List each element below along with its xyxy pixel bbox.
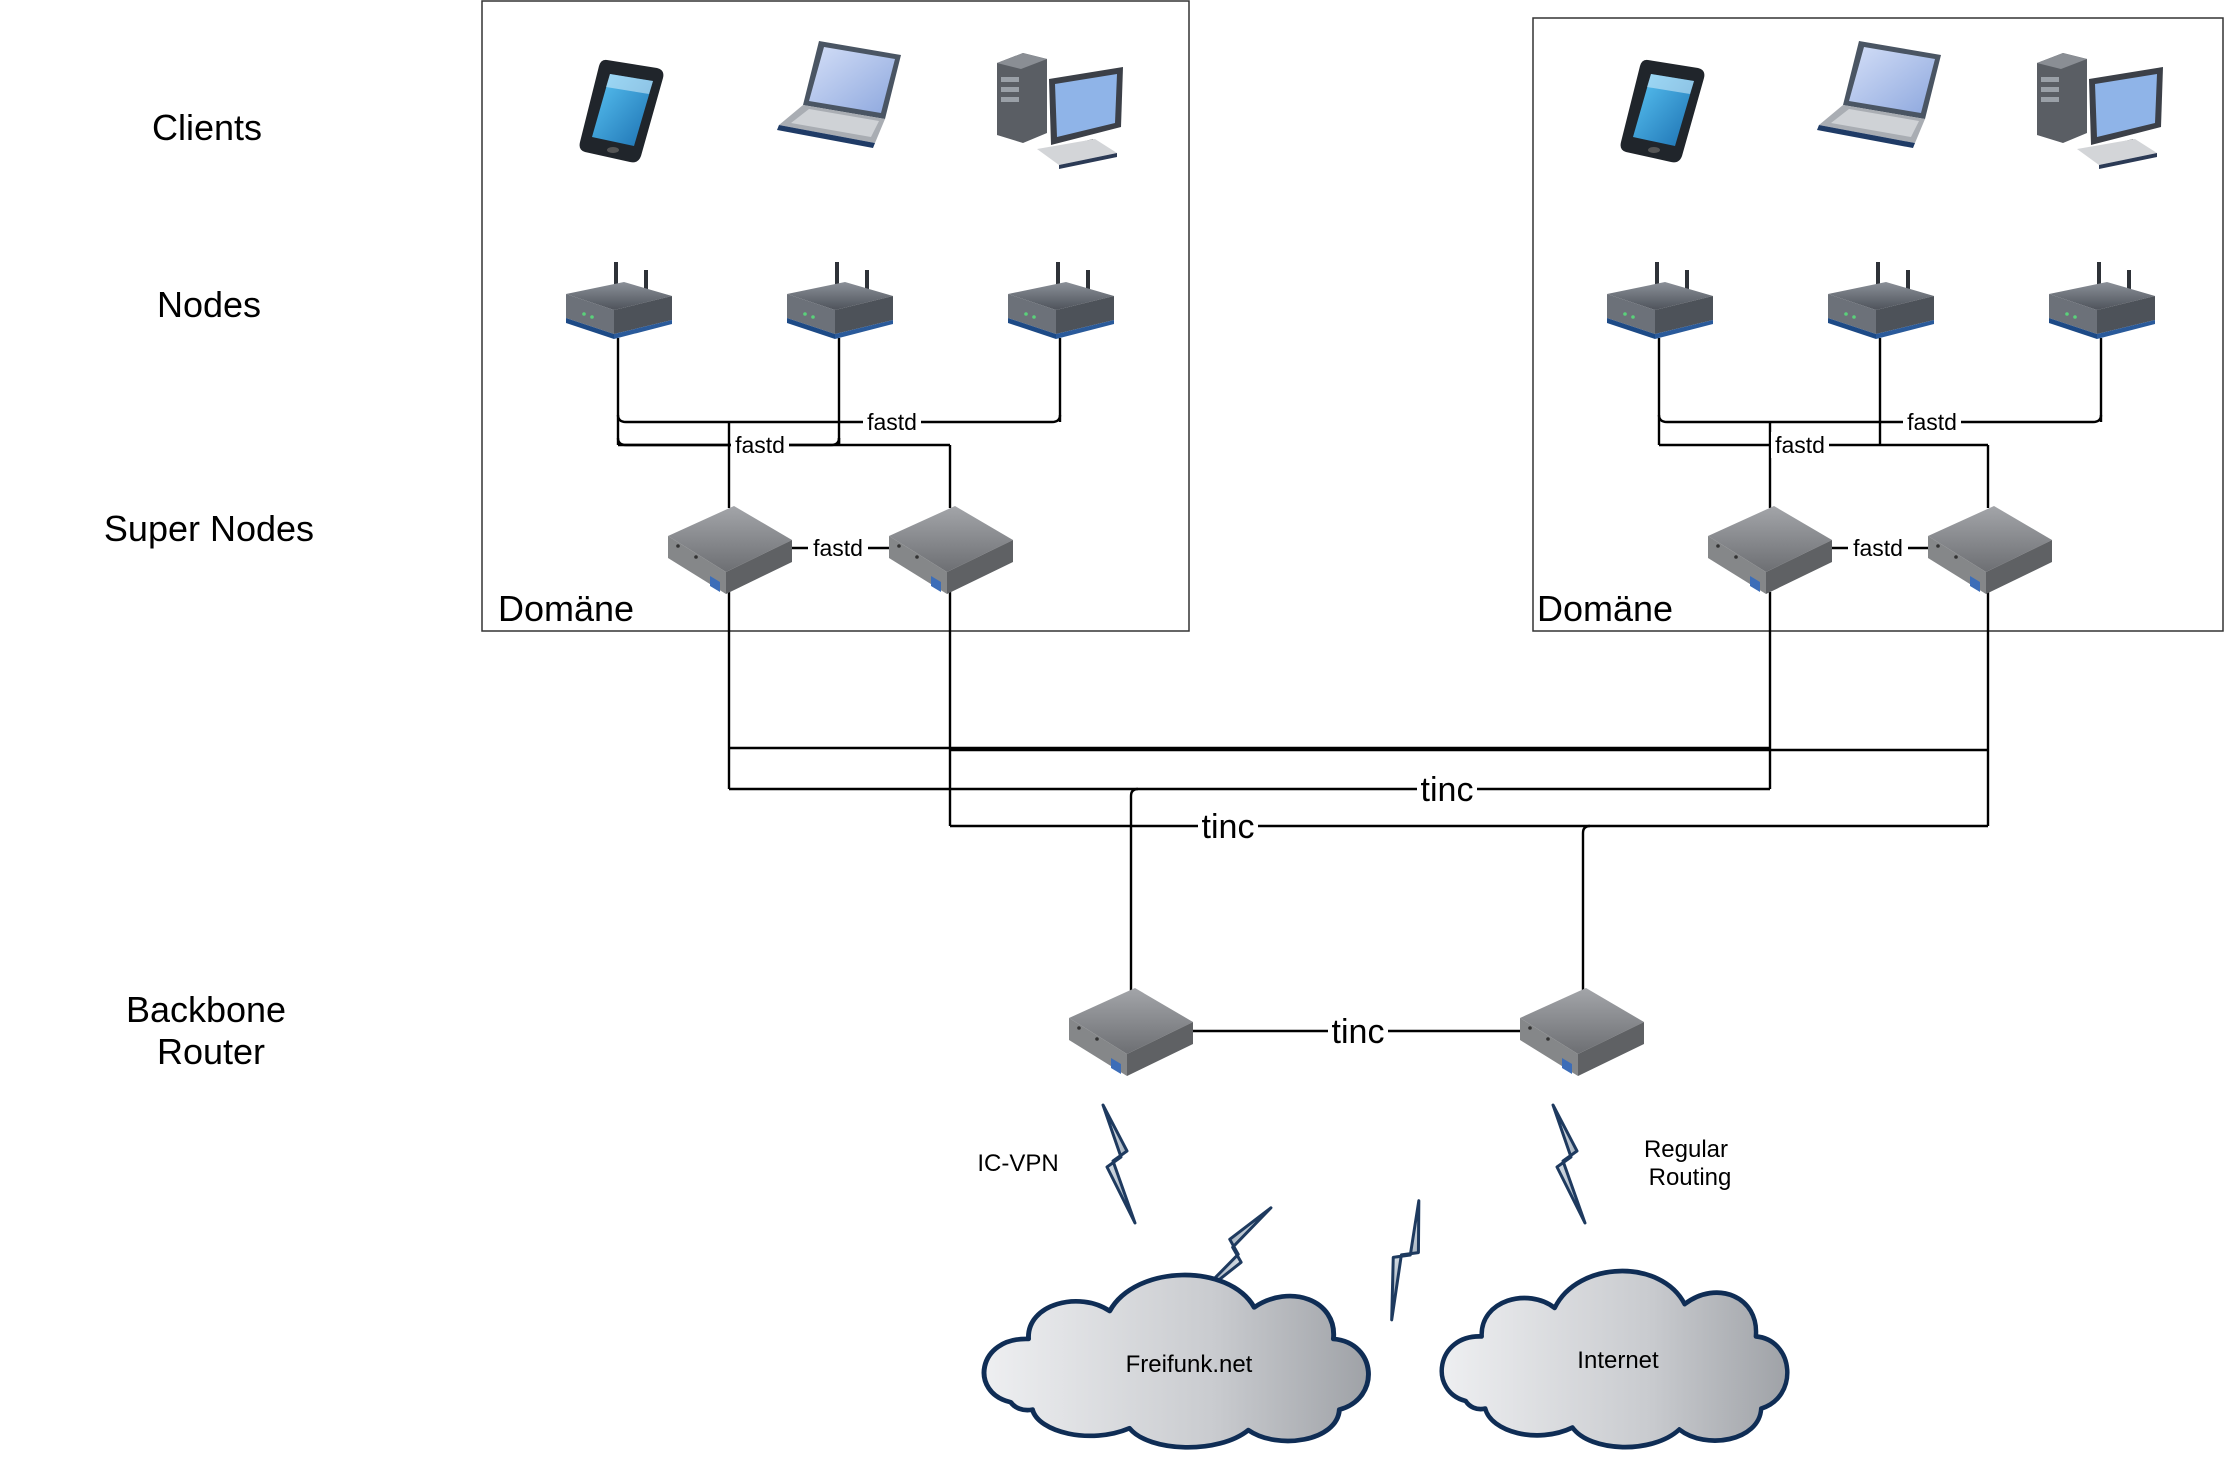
rack-server-icon bbox=[1520, 988, 1644, 1076]
lightning-bolt-icon bbox=[1101, 1103, 1137, 1225]
lightning-bolt-icon bbox=[1361, 1199, 1449, 1322]
domain-label-right: Domäne bbox=[1537, 588, 1673, 629]
cloud-label-freifunk: Freifunk.net bbox=[1126, 1351, 1253, 1378]
fastd-label-left-supernodes: fastd bbox=[813, 535, 863, 561]
domain-box-left bbox=[481, 0, 1190, 632]
laptop-icon bbox=[777, 41, 901, 148]
fastd-label-left-upper: fastd bbox=[867, 409, 917, 435]
wireless-router-icon bbox=[1607, 262, 1713, 339]
tinc-label-backbone: tinc bbox=[1332, 1013, 1385, 1051]
domain-box-right bbox=[1532, 17, 2224, 632]
link-label-icvpn: IC-VPN bbox=[977, 1150, 1058, 1177]
rack-server-icon bbox=[1069, 988, 1193, 1076]
cloud-label-internet: Internet bbox=[1577, 1347, 1659, 1374]
fastd-label-right-lower: fastd bbox=[1775, 432, 1825, 458]
rack-server-icon bbox=[889, 506, 1013, 594]
wires-right-domain bbox=[1657, 338, 2103, 550]
tinc-label-upper: tinc bbox=[1421, 771, 1474, 809]
wireless-router-icon bbox=[787, 262, 893, 339]
smartphone-icon bbox=[1620, 59, 1705, 163]
lightning-bolt-icon bbox=[1551, 1103, 1587, 1225]
fastd-label-right-supernodes: fastd bbox=[1853, 535, 1903, 561]
link-label-regular: Regular bbox=[1644, 1136, 1728, 1163]
fastd-label-left-lower: fastd bbox=[735, 432, 785, 458]
laptop-icon bbox=[1817, 41, 1941, 148]
wires-tinc bbox=[727, 592, 1990, 1033]
wires-left-domain bbox=[616, 338, 1062, 550]
row-label-backbone: Backbone bbox=[126, 989, 286, 1030]
rack-server-icon bbox=[668, 506, 792, 594]
desktop-computer-icon bbox=[2037, 53, 2163, 169]
row-label-router: Router bbox=[157, 1031, 265, 1072]
link-label-routing: Routing bbox=[1649, 1164, 1732, 1191]
rack-server-icon bbox=[1928, 506, 2052, 594]
rack-server-icon bbox=[1708, 506, 1832, 594]
wireless-router-icon bbox=[1828, 262, 1934, 339]
wireless-router-icon bbox=[1008, 262, 1114, 339]
smartphone-icon bbox=[579, 59, 664, 163]
row-label-clients: Clients bbox=[152, 107, 262, 148]
row-label-nodes: Nodes bbox=[157, 284, 261, 325]
wireless-router-icon bbox=[566, 262, 672, 339]
row-label-super-nodes: Super Nodes bbox=[104, 508, 314, 549]
fastd-label-right-upper: fastd bbox=[1907, 409, 1957, 435]
tinc-label-lower: tinc bbox=[1202, 808, 1255, 846]
wireless-router-icon bbox=[2049, 262, 2155, 339]
desktop-computer-icon bbox=[997, 53, 1123, 169]
domain-label-left: Domäne bbox=[498, 588, 634, 629]
